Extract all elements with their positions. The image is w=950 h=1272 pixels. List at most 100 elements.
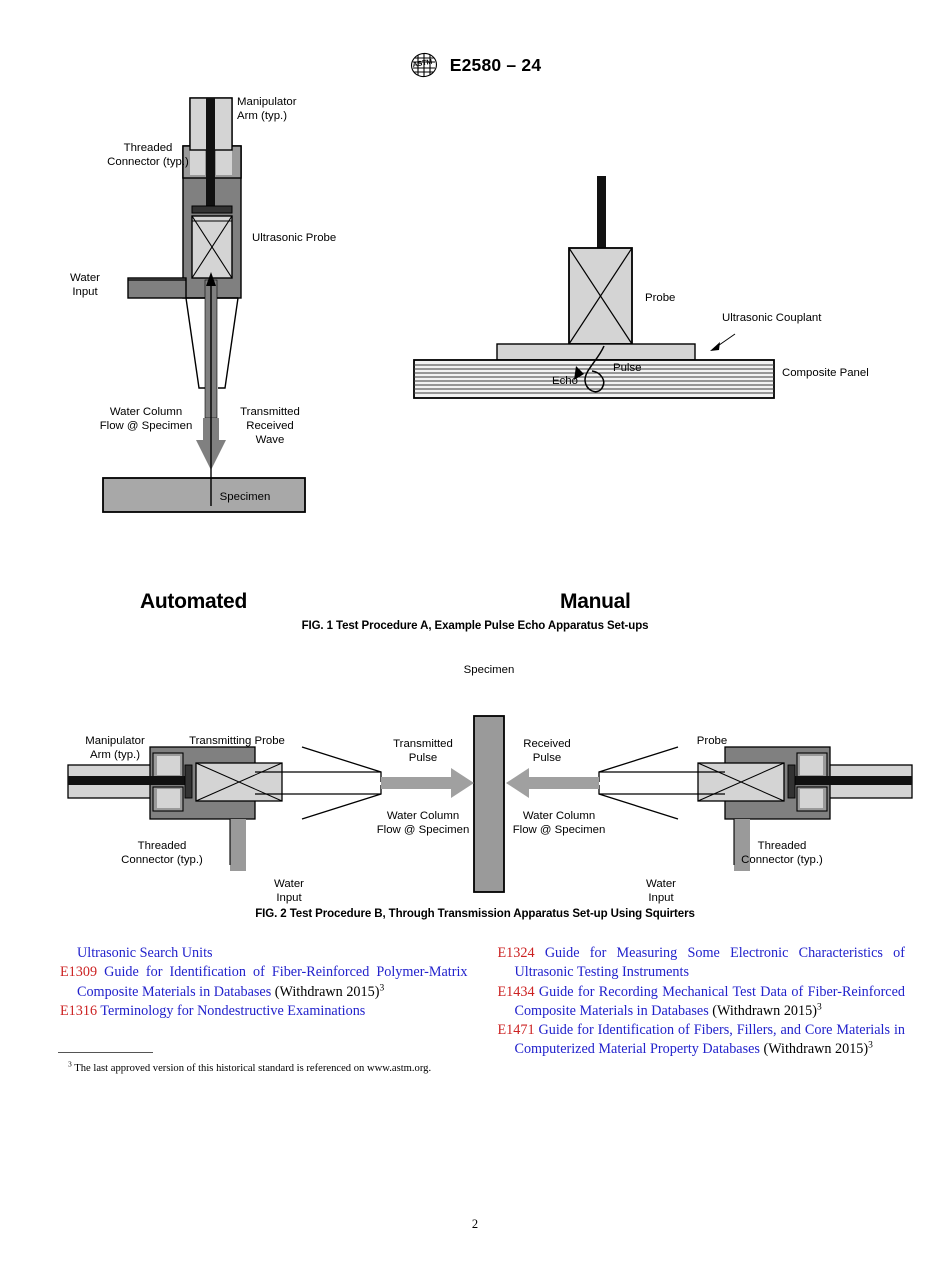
tc-face-b xyxy=(216,149,232,175)
document-header: ASTM E2580 – 24 xyxy=(0,52,950,78)
label-ultrasonic-couplant: Ultrasonic Couplant xyxy=(722,312,822,324)
label-manual-probe: Probe xyxy=(645,292,675,304)
label-f2-tc-left-l1: Threaded xyxy=(138,840,187,852)
composite-panel-plies xyxy=(414,364,774,394)
label-f2-tc-right-l2: Connector (typ.) xyxy=(741,854,823,866)
label-manipulator-arm-line1: Manipulator xyxy=(237,96,297,108)
couplant-leader-arrow xyxy=(710,342,720,351)
label-f2-watercol-right-l1: Water Column xyxy=(523,810,595,822)
label-received-pulse-l1: Received xyxy=(523,738,571,750)
right-arm-core-redraw xyxy=(790,776,912,785)
figure-1-illustration: Manipulator Arm (typ.) Threaded Connecto… xyxy=(0,88,950,608)
label-f2-manipulator-l1: Manipulator xyxy=(85,735,145,747)
label-composite-panel: Composite Panel xyxy=(782,367,869,379)
reference-footnote-marker: 3 xyxy=(816,1002,822,1013)
probe-x-2 xyxy=(191,215,233,279)
reference-designation[interactable]: E1434 xyxy=(497,983,539,1000)
reference-title[interactable]: Guide for Measuring Some Electronic Char… xyxy=(514,945,906,981)
label-water-column-line2: Flow @ Specimen xyxy=(100,420,193,432)
reference-title[interactable]: Guide for Identification of Fiber-Reinfo… xyxy=(77,964,468,1000)
left-nozzle-lower xyxy=(301,785,382,820)
reference-withdrawn-note: (Withdrawn 2015) xyxy=(271,983,380,1000)
label-f2-water-input-left-l1: Water xyxy=(274,878,304,890)
label-f2-tc-left-l2: Connector (typ.) xyxy=(121,854,203,866)
figure-1-caption: FIG. 1 Test Procedure A, Example Pulse E… xyxy=(301,620,649,632)
mode-label-manual: Manual xyxy=(560,590,631,613)
probe-cable xyxy=(597,176,606,248)
specimen-block xyxy=(102,477,306,513)
right-water-input-pipe xyxy=(734,819,750,871)
figure-1-svg: Manipulator Arm (typ.) Threaded Connecto… xyxy=(70,96,869,513)
reference-designation[interactable]: E1316 xyxy=(60,1002,101,1019)
left-probe-x-2 xyxy=(195,762,283,802)
label-transmitted-pulse-l2: Pulse xyxy=(409,752,438,764)
left-pulse-shaft xyxy=(381,777,451,789)
svg-text:ASTM: ASTM xyxy=(412,59,433,69)
left-nozzle-upper xyxy=(301,746,382,782)
page-number: 2 xyxy=(471,1217,479,1231)
label-f2-tc-right-l1: Threaded xyxy=(758,840,807,852)
automated-setup-group: Manipulator Arm (typ.) Threaded Connecto… xyxy=(70,96,336,513)
figure-2-illustration: Specimen xyxy=(0,655,950,905)
right-nozzle-upper xyxy=(598,746,679,782)
footnote-separator-rule xyxy=(58,1052,153,1053)
label-pulse: Pulse xyxy=(613,362,642,374)
specimen-plate xyxy=(473,715,505,893)
label-f2-watercol-left-l2: Flow @ Specimen xyxy=(377,824,470,836)
left-arm-core-redraw2 xyxy=(68,776,190,785)
reference-designation[interactable]: E1471 xyxy=(497,1022,539,1039)
label-wave-line1: Transmitted xyxy=(240,406,300,418)
manual-probe-x-2 xyxy=(568,247,633,345)
figure-2-svg: Specimen xyxy=(67,664,913,904)
right-probe-backing xyxy=(787,764,796,799)
pulse-echo-loop xyxy=(584,345,605,393)
left-tc-fu2 xyxy=(157,756,180,775)
label-manipulator-arm-line2: Arm (typ.) xyxy=(237,110,287,122)
right-tc-face-upper xyxy=(800,756,823,775)
reference-title[interactable]: Guide for Recording Mechanical Test Data… xyxy=(514,983,906,1019)
reference-entry[interactable]: E1324 Guide for Measuring Some Electroni… xyxy=(498,944,906,983)
left-pulse-arrowhead xyxy=(451,768,474,798)
standard-designation: E2580 – 24 xyxy=(449,54,542,75)
label-f2-probe-right: Probe xyxy=(697,735,727,747)
right-nozzle-lower xyxy=(598,785,679,820)
label-transmitted-pulse-l1: Transmitted xyxy=(393,738,453,750)
reference-withdrawn-note: (Withdrawn 2015) xyxy=(708,1002,817,1019)
reference-entry[interactable]: E1316 Terminology for Nondestructive Exa… xyxy=(60,1002,468,1021)
reference-title[interactable]: Ultrasonic Search Units xyxy=(77,945,213,961)
reference-title[interactable]: Terminology for Nondestructive Examinati… xyxy=(100,1002,366,1019)
label-water-input-line1: Water xyxy=(70,272,100,284)
right-squirter-group: Received Pulse Water Column Flow @ Speci… xyxy=(506,735,913,904)
label-f2-water-input-left-l2: Input xyxy=(276,892,302,904)
water-input-arm xyxy=(127,277,187,299)
reference-entry[interactable]: E1309 Guide for Identification of Fiber-… xyxy=(60,963,468,1002)
reference-title[interactable]: Guide for Identification of Fibers, Fill… xyxy=(514,1022,906,1058)
label-specimen-automated: Specimen xyxy=(220,491,271,503)
label-ultrasonic-probe: Ultrasonic Probe xyxy=(252,232,336,244)
left-water-input-pipe xyxy=(230,819,246,871)
figure-2-caption: FIG. 2 Test Procedure B, Through Transmi… xyxy=(255,908,695,920)
ultrasonic-couplant-layer xyxy=(496,343,696,361)
mode-label-automated: Automated xyxy=(140,590,247,613)
reference-entry[interactable]: E1471 Guide for Identification of Fibers… xyxy=(498,1021,906,1060)
reference-entry[interactable]: Ultrasonic Search Units xyxy=(60,944,468,963)
reference-footnote-marker: 3 xyxy=(868,1040,873,1051)
nozzle-left-wall xyxy=(185,297,205,389)
left-squirter-group: Manipulator Arm (typ.) Transmitting Prob… xyxy=(67,735,474,904)
reference-designation[interactable]: E1324 xyxy=(497,945,545,961)
label-f2-manipulator-l2: Arm (typ.) xyxy=(90,749,140,761)
reference-entry[interactable]: E1434 Guide for Recording Mechanical Tes… xyxy=(498,983,906,1022)
footnote-3: 3 The last approved version of this hist… xyxy=(58,1060,468,1076)
echo-arrowhead xyxy=(574,366,584,380)
reference-designation[interactable]: E1309 xyxy=(60,964,105,981)
label-water-input-line2: Input xyxy=(72,286,98,298)
wave-arrow-up xyxy=(206,272,216,286)
reference-withdrawn-note: (Withdrawn 2015) xyxy=(759,1041,869,1058)
label-wave-line2: Received xyxy=(246,420,294,432)
nozzle-right-wall xyxy=(218,297,239,389)
label-f2-water-input-right-l1: Water xyxy=(646,878,676,890)
right-pulse-arrowhead xyxy=(506,768,529,798)
left-tc-fl2 xyxy=(157,789,180,808)
